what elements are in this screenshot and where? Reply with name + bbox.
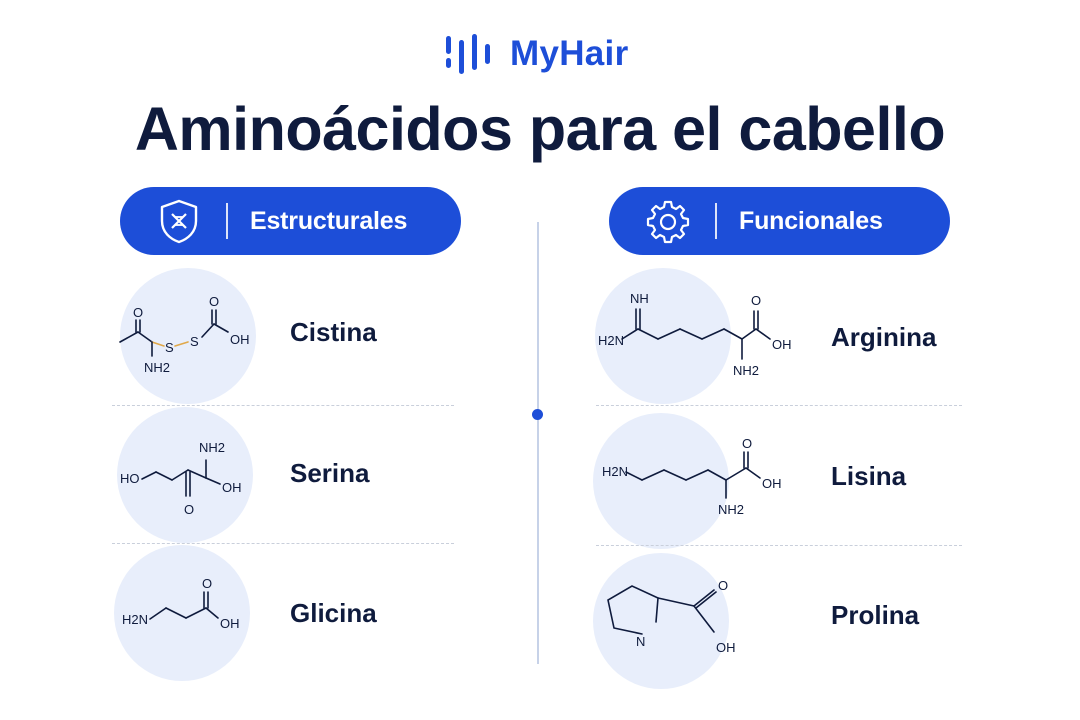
molecule-serina: HO NH2 OH O — [120, 440, 242, 517]
atom-label: O — [209, 294, 219, 309]
atom-label: S — [190, 334, 199, 349]
molecule-cistina: O S S O OH NH2 — [119, 294, 250, 375]
center-divider — [537, 222, 539, 664]
atom-label: O — [742, 436, 752, 451]
atom-label: O — [202, 576, 212, 591]
row-separator — [112, 543, 454, 544]
page-title: Aminoácidos para el cabello — [134, 95, 946, 163]
atom-label: OH — [772, 337, 792, 352]
category-label: Funcionales — [739, 206, 883, 235]
atom-label: O — [718, 578, 728, 593]
atom-label: NH2 — [718, 502, 744, 517]
atom-label: NH2 — [199, 440, 225, 455]
category-header-estructurales: Estructurales — [120, 187, 461, 255]
atom-label: HO — [120, 471, 140, 486]
atom-label: O — [751, 293, 761, 308]
atom-label: NH — [630, 291, 649, 306]
molecule-lisina: H2N O OH NH2 — [602, 436, 782, 517]
category-label: Estructurales — [250, 206, 408, 235]
molecule-backdrop — [117, 407, 253, 543]
molecule-glicina: H2N O OH — [122, 576, 240, 631]
amino-acid-name: Serina — [290, 458, 370, 488]
pill-separator — [715, 203, 717, 239]
shield-dna-icon — [160, 199, 198, 244]
atom-label: H2N — [598, 333, 624, 348]
atom-label: OH — [716, 640, 736, 655]
atom-label: OH — [762, 476, 782, 491]
atom-label: OH — [230, 332, 250, 347]
amino-acid-name: Glicina — [290, 598, 377, 628]
molecule-backdrop — [114, 545, 250, 681]
amino-acid-name: Arginina — [831, 322, 937, 352]
divider-dot — [532, 409, 543, 420]
atom-label: O — [133, 305, 143, 320]
atom-label: H2N — [122, 612, 148, 627]
amino-acid-name: Prolina — [831, 600, 920, 630]
molecule-backdrop — [593, 413, 729, 549]
brand-name: MyHair — [510, 34, 629, 73]
row-separator — [112, 405, 454, 406]
row-separator — [596, 405, 962, 406]
pill-separator — [226, 203, 228, 239]
atom-label: H2N — [602, 464, 628, 479]
molecule-arginina: NH H2N O OH NH2 — [598, 291, 792, 378]
sound-bars-icon — [446, 34, 490, 74]
amino-acid-name: Cistina — [290, 317, 377, 347]
atom-label: NH2 — [733, 363, 759, 378]
atom-label: O — [184, 502, 194, 517]
atom-label: OH — [220, 616, 240, 631]
atom-label: OH — [222, 480, 242, 495]
row-separator — [596, 545, 962, 546]
category-header-funcionales: Funcionales — [609, 187, 950, 255]
atom-label: S — [165, 340, 174, 355]
gear-icon — [646, 200, 690, 244]
atom-label: NH2 — [144, 360, 170, 375]
atom-label: N — [636, 634, 645, 649]
brand-logo: MyHair — [444, 30, 629, 78]
molecule-prolina: N O OH — [607, 578, 736, 655]
amino-acid-name: Lisina — [831, 461, 907, 491]
